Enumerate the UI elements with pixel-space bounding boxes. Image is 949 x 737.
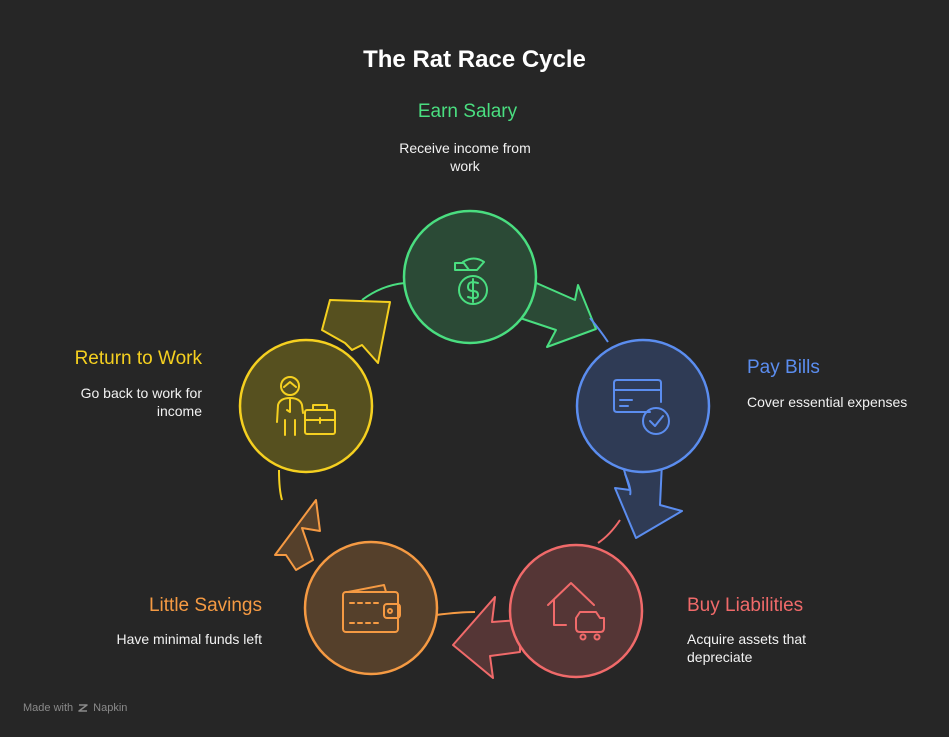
napkin-logo-icon <box>78 704 88 712</box>
arrow-earn-to-pay <box>519 277 597 348</box>
stage-title-pay-bills: Pay Bills <box>747 357 820 378</box>
made-with-label: Made with <box>23 702 74 714</box>
arrow-savings-to-work <box>274 499 321 571</box>
house-car-icon <box>547 582 605 641</box>
stage-circle-buy-liabilities <box>508 543 644 679</box>
stage-title-buy-liabilities: Buy Liabilities <box>687 595 804 616</box>
stage-circle-pay-bills <box>575 338 711 474</box>
napkin-footer[interactable]: Made with Napkin <box>23 702 127 714</box>
stage-desc-pay-bills: Cover essential expenses <box>747 394 908 410</box>
arrow-pay-to-buy <box>614 461 683 539</box>
worker-briefcase-icon <box>276 376 336 436</box>
money-bag-icon <box>454 257 488 305</box>
stage-desc-little-savings: Have minimal funds left <box>116 631 262 647</box>
stage-title-little-savings: Little Savings <box>148 595 262 616</box>
diagram-title: The Rat Race Cycle <box>363 46 586 73</box>
credit-card-check-icon <box>613 379 670 435</box>
stage-desc-buy-liabilities: Acquire assets that depreciate <box>687 631 807 665</box>
stage-desc-return-to-work: Go back to work for income <box>80 385 202 419</box>
stage-desc-earn-salary: Receive income from work <box>399 140 531 174</box>
arrow-buy-to-savings <box>452 596 521 679</box>
arrow-work-to-earn <box>321 299 391 364</box>
wallet-icon <box>342 584 401 633</box>
stage-circle-earn-salary <box>402 209 538 345</box>
cycle-arrows <box>274 277 683 679</box>
stage-circle-return-to-work <box>238 338 374 474</box>
stage-circle-little-savings <box>303 540 439 676</box>
napkin-brand-label: Napkin <box>93 702 128 714</box>
stage-title-return-to-work: Return to Work <box>74 348 202 369</box>
stage-title-earn-salary: Earn Salary <box>417 101 518 122</box>
